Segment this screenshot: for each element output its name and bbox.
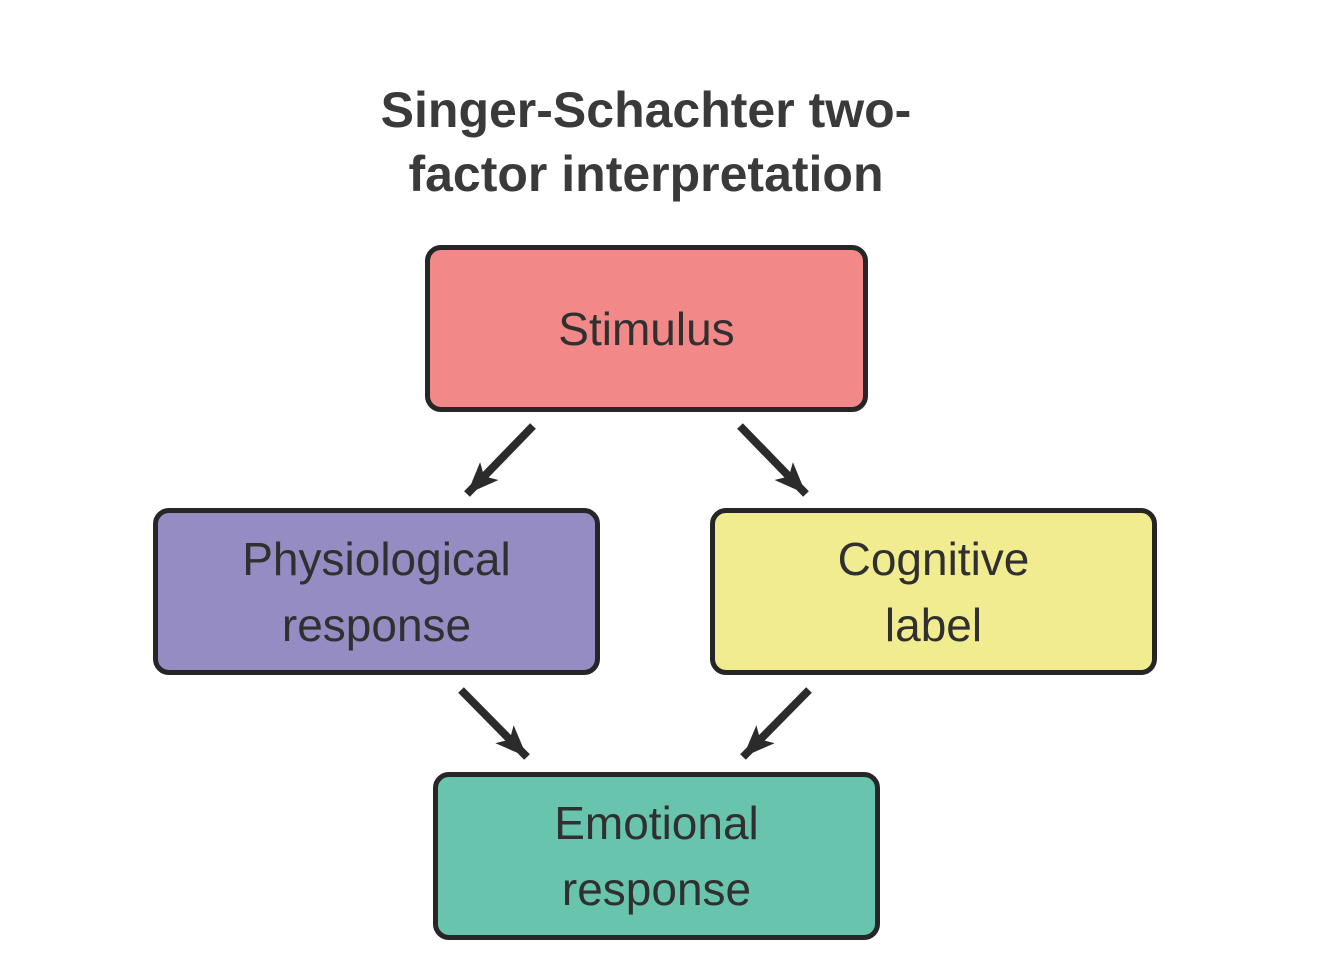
node-emotional-response-label-line-1: Emotional xyxy=(554,797,759,849)
arrow-stimulus-to-cognitive xyxy=(737,423,809,497)
node-physiological-response-label-line-1: Physiological xyxy=(242,532,511,585)
node-physiological-response-label-line-2: response xyxy=(281,598,472,651)
arrow-stimulus-to-physiological xyxy=(464,423,536,497)
diagram-title: Singer-Schachter two-factor interpretati… xyxy=(0,78,1292,206)
arrow-physiological-to-emotional xyxy=(458,687,530,760)
node-cognitive-label: Cognitive label xyxy=(710,508,1157,675)
arrow-cognitive-to-emotional xyxy=(740,687,812,760)
node-stimulus-label: Stimulus xyxy=(558,302,735,355)
title-line-2: factor interpretation xyxy=(408,146,884,202)
node-emotional-response-label-line-2: response xyxy=(561,863,752,915)
title-line-1: Singer-Schachter two- xyxy=(380,82,912,138)
node-stimulus: Stimulus xyxy=(425,245,868,412)
node-cognitive-label-label-line-1: Cognitive xyxy=(837,532,1030,585)
node-cognitive-label-label-line-2: label xyxy=(884,598,983,651)
node-emotional-response: Emotional response xyxy=(433,772,880,940)
node-physiological-response: Physiological response xyxy=(153,508,600,675)
